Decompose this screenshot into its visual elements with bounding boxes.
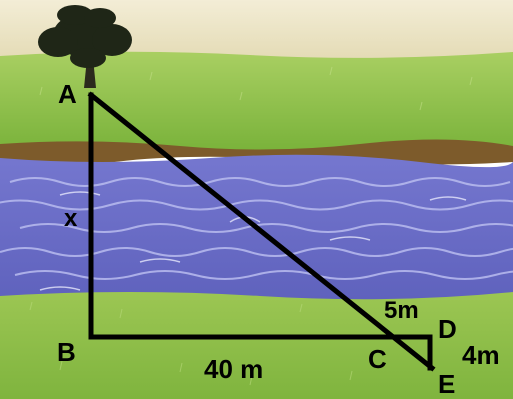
tree-canopy [38,5,132,68]
label-side-bc: 40 m [204,354,263,384]
label-point-a: A [58,79,77,109]
triangle-lines [87,91,436,372]
tree [38,5,132,88]
field-texture [39,66,473,111]
label-point-b: B [57,337,76,367]
river-waves [0,177,513,280]
grass-texture [29,301,353,386]
far-grass-field [0,51,513,152]
label-point-e: E [438,369,455,399]
label-point-c: C [368,344,387,374]
label-side-ab: x [64,205,78,232]
segment-ae [87,91,436,372]
label-side-de: 4m [462,340,500,370]
label-side-cd: 5m [384,297,419,324]
label-point-d: D [438,314,457,344]
near-grass-field [0,292,513,399]
